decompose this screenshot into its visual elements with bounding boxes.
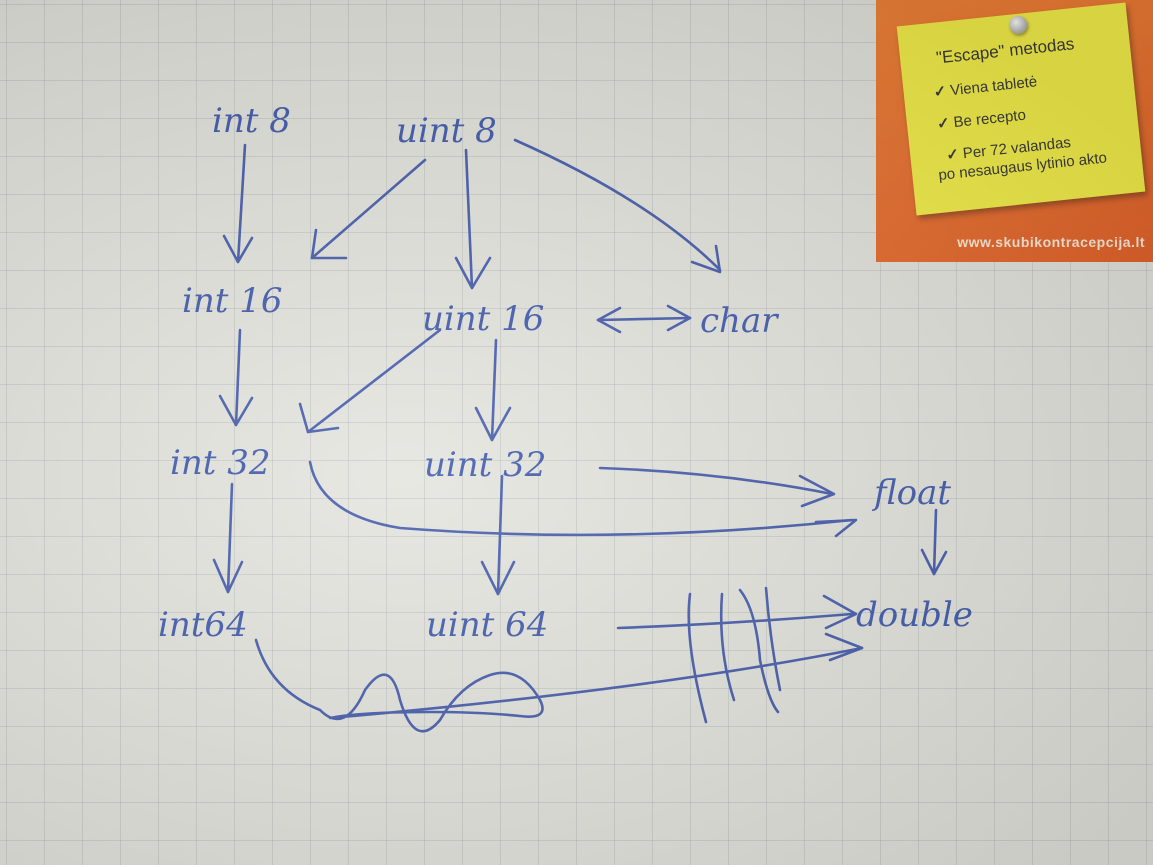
arrow-int32-float [308, 460, 858, 538]
arrow-int64-double-crossed [254, 586, 864, 733]
arrow-uint64-double [616, 594, 858, 630]
node-int8: int 8 [212, 101, 291, 141]
arrow-int32-int64 [212, 482, 244, 594]
advertisement-poster: "Escape" metodas ✓Viena tabletė ✓Be rece… [876, 0, 1153, 262]
pushpin-icon [1008, 14, 1029, 35]
node-double: double [856, 595, 973, 635]
checkmark-icon: ✓ [945, 145, 960, 165]
arrow-uint8-uint16 [454, 148, 492, 290]
checkmark-icon: ✓ [932, 82, 948, 101]
arrow-uint32-uint64 [480, 474, 516, 596]
arrow-int8-int16 [222, 143, 254, 264]
sticky-item-2: ✓Be recepto [936, 106, 1027, 133]
node-uint64: uint 64 [426, 605, 548, 645]
arrow-uint8-char [513, 138, 722, 274]
node-int64: int64 [158, 605, 248, 645]
ad-url: www.skubikontracepcija.lt [957, 234, 1145, 250]
sticky-item-1: ✓Viena tabletė [932, 73, 1039, 101]
arrow-int16-int32 [218, 328, 254, 427]
node-uint32: uint 32 [424, 445, 546, 485]
arrow-uint8-int16 [310, 158, 427, 260]
arrow-uint16-int32 [298, 328, 442, 434]
arrow-uint32-float [598, 466, 836, 508]
arrow-uint16-uint32 [474, 338, 512, 442]
node-float: float [871, 473, 951, 513]
sticky-note-title: "Escape" metodas [935, 34, 1076, 68]
node-uint8: uint 8 [396, 111, 497, 151]
arrow-uint16-char [596, 304, 692, 334]
sticky-note: "Escape" metodas ✓Viena tabletė ✓Be rece… [896, 2, 1146, 216]
node-int32: int 32 [170, 443, 271, 483]
node-uint16: uint 16 [422, 299, 544, 339]
checkmark-icon: ✓ [936, 114, 951, 133]
arrow-float-double [920, 508, 948, 576]
node-int16: int 16 [182, 281, 283, 321]
node-char: char [700, 301, 779, 341]
